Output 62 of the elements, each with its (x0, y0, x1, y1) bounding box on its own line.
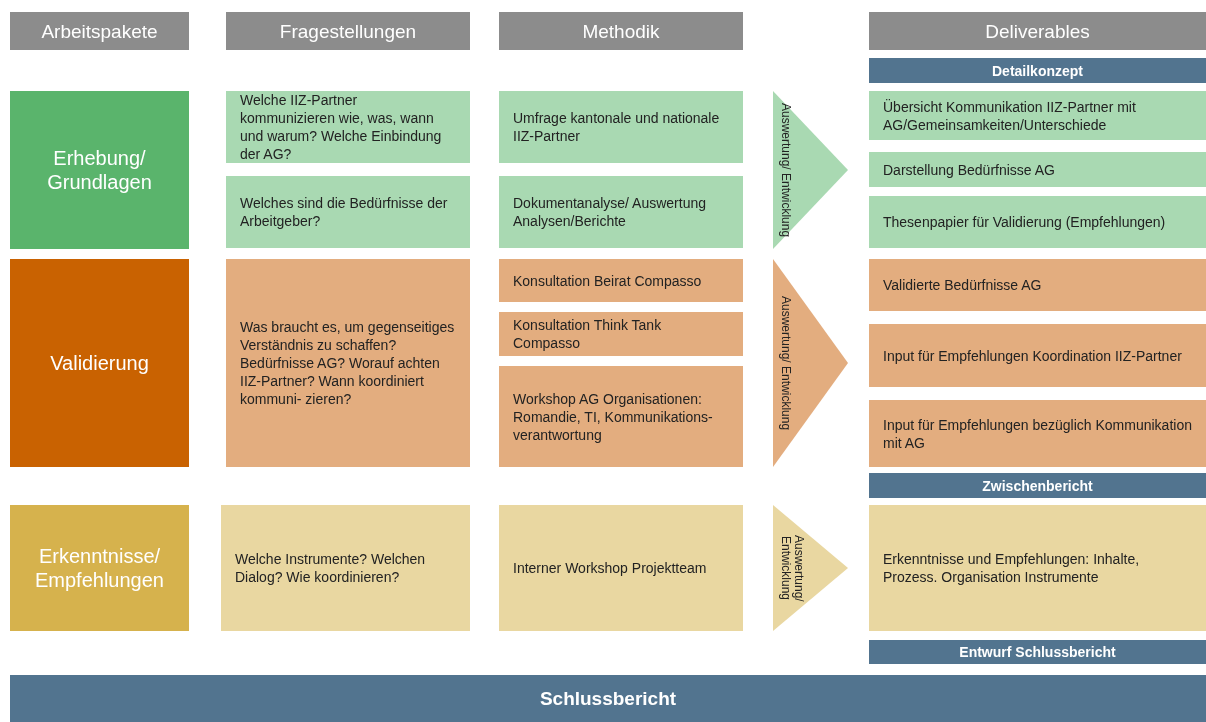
header-text: Methodik (582, 19, 660, 43)
content-text: Input für Empfehlungen bezüglich Kommunikation mit AG (883, 415, 1192, 452)
content-box (869, 152, 1206, 187)
content-box (499, 312, 743, 356)
content-text: Welches sind die Bedürfnisse der Arbeitgeber? (240, 194, 449, 230)
content-box (499, 259, 743, 302)
milestone-text: Entwurf Schlussbericht (959, 643, 1116, 661)
content-box (221, 505, 470, 631)
content-box (869, 91, 1206, 140)
content-box (499, 176, 743, 248)
content-text: Workshop AG Organisationen: Romandie, TI, Kommunikations- verantwortung (513, 389, 714, 444)
process-step-band (773, 505, 848, 631)
content-box (869, 505, 1206, 631)
content-box (499, 366, 743, 467)
chevron-label: Auswertung/ Entwicklung (779, 295, 792, 431)
header-bar (10, 12, 189, 50)
content-box (869, 400, 1206, 467)
content-box (499, 505, 743, 631)
content-box (226, 176, 470, 248)
content-text: Konsultation Think Tank Compasso (513, 316, 663, 352)
milestone-text: Detailkonzept (992, 61, 1083, 80)
milestone-bar (869, 58, 1206, 83)
content-text: Dokumentanalyse/ Auswertung Analysen/Berichte (513, 194, 707, 230)
content-box (869, 324, 1206, 387)
milestone-bar (869, 473, 1206, 498)
final-report-bar (10, 675, 1206, 722)
chevron-label: Auswertung/ Entwicklung (779, 533, 805, 604)
content-box (226, 259, 470, 467)
process-step-band (773, 91, 848, 249)
content-text: Thesenpapier für Validierung (Empfehlungen) (883, 213, 1166, 231)
content-text: Konsultation Beirat Compasso (513, 271, 702, 290)
content-box (499, 91, 743, 163)
header-bar (499, 12, 743, 50)
header-bar (869, 12, 1206, 50)
content-text: Umfrage kantonale und nationale IIZ-Partner (513, 109, 721, 145)
content-text: Interner Workshop Projektteam (513, 559, 707, 577)
final-report-text: Schlussbericht (539, 687, 677, 710)
content-box (869, 196, 1206, 248)
milestone-bar (869, 640, 1206, 664)
content-text: Welche Instrumente? Welchen Dialog? Wie koordinieren? (235, 550, 427, 586)
header-text: Arbeitspakete (41, 19, 158, 43)
content-text: Was braucht es, um gegenseitiges Verständnis zu schaffen? Bedürfnisse AG? Worauf achten IIZ-Partner? Wann koordiniert kommuni- zieren? (240, 318, 456, 408)
chevron-label: Auswertung/ Entwicklung (779, 102, 792, 238)
milestone-text: Zwischenbericht (982, 476, 1093, 495)
content-text: Erkenntnisse und Empfehlungen: Inhalte, Prozess. Organisation Instrumente (883, 550, 1141, 586)
header-text: Deliverables (985, 19, 1090, 43)
content-text: Validierte Bedürfnisse AG (883, 276, 1042, 294)
content-box (226, 91, 470, 163)
work-package-box (10, 91, 189, 249)
work-package-box (10, 505, 189, 631)
content-text: Welche IIZ-Partner kommunizieren wie, was, wann und warum? Welche Einbindung der AG? (240, 91, 443, 163)
content-box (869, 259, 1206, 311)
work-package-text: Erkenntnisse/ Empfehlungen (34, 544, 165, 592)
work-package-text: Erhebung/ Grundlagen (46, 146, 153, 194)
work-package-text: Validierung (50, 351, 149, 375)
process-step-band (773, 259, 848, 467)
header-bar (226, 12, 470, 50)
header-text: Fragestellungen (279, 19, 417, 43)
content-text: Input für Empfehlungen Koordination IIZ-Partner (883, 346, 1182, 365)
content-text: Darstellung Bedürfnisse AG (883, 160, 1055, 179)
work-package-box (10, 259, 189, 467)
content-text: Übersicht Kommunikation IIZ-Partner mit AG/Gemeinsamkeiten/Unterschiede (883, 97, 1137, 134)
